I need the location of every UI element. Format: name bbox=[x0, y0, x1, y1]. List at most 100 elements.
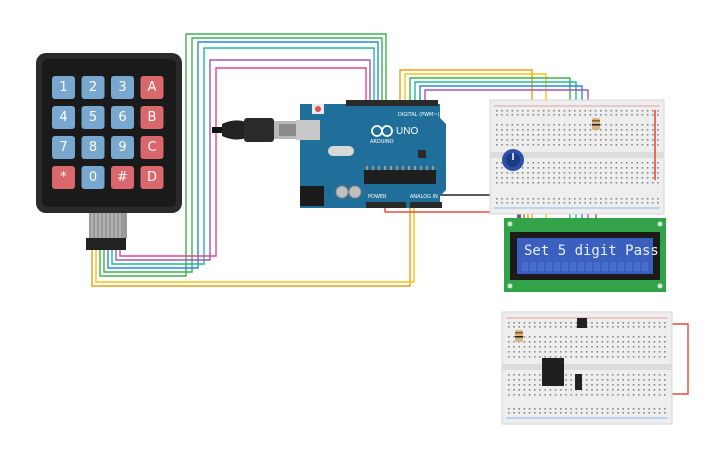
breadboard-hole[interactable] bbox=[652, 198, 654, 200]
breadboard-hole[interactable] bbox=[542, 177, 545, 179]
breadboard-hole[interactable] bbox=[610, 172, 612, 174]
breadboard-hole[interactable] bbox=[579, 139, 581, 141]
breadboard-hole[interactable] bbox=[537, 144, 540, 146]
breadboard-hole[interactable] bbox=[615, 114, 618, 116]
breadboard-hole[interactable] bbox=[589, 110, 592, 112]
breadboard-hole[interactable] bbox=[580, 346, 583, 348]
breadboard-hole[interactable] bbox=[528, 408, 531, 410]
breadboard-hole[interactable] bbox=[605, 134, 607, 136]
breadboard-hole[interactable] bbox=[622, 379, 624, 381]
breadboard-hole[interactable] bbox=[537, 198, 540, 200]
breadboard-hole[interactable] bbox=[620, 114, 623, 116]
breadboard-hole[interactable] bbox=[534, 379, 536, 381]
breadboard-hole[interactable] bbox=[548, 110, 550, 112]
breadboard-hole[interactable] bbox=[600, 124, 602, 126]
breadboard-hole[interactable] bbox=[527, 129, 529, 131]
breadboard-hole[interactable] bbox=[664, 356, 666, 358]
breadboard-hole[interactable] bbox=[589, 129, 592, 131]
breadboard-hole[interactable] bbox=[506, 182, 508, 184]
breadboard-hole[interactable] bbox=[584, 110, 586, 112]
breadboard-hole[interactable] bbox=[638, 326, 640, 328]
breadboard-hole[interactable] bbox=[523, 341, 526, 343]
breadboard-hole[interactable] bbox=[542, 172, 545, 174]
breadboard-hole[interactable] bbox=[626, 144, 628, 146]
breadboard-hole[interactable] bbox=[652, 124, 654, 126]
breadboard-hole[interactable] bbox=[622, 326, 624, 328]
breadboard-hole[interactable] bbox=[513, 346, 515, 348]
breadboard-hole[interactable] bbox=[605, 144, 607, 146]
breadboard-hole[interactable] bbox=[617, 389, 619, 391]
breadboard-hole[interactable] bbox=[506, 198, 508, 200]
breadboard-hole[interactable] bbox=[516, 114, 519, 116]
breadboard-hole[interactable] bbox=[508, 374, 510, 376]
breadboard-hole[interactable] bbox=[610, 139, 612, 141]
breadboard-hole[interactable] bbox=[553, 182, 555, 184]
breadboard-hole[interactable] bbox=[638, 322, 640, 324]
breadboard-hole[interactable] bbox=[565, 341, 567, 343]
breadboard-hole[interactable] bbox=[544, 394, 546, 396]
breadboard-hole[interactable] bbox=[631, 167, 633, 169]
breadboard-hole[interactable] bbox=[622, 394, 624, 396]
breadboard-hole[interactable] bbox=[528, 374, 531, 376]
breadboard-hole[interactable] bbox=[643, 346, 645, 348]
breadboard-hole[interactable] bbox=[612, 341, 614, 343]
wire-keypad-2[interactable] bbox=[95, 200, 415, 283]
breadboard-hole[interactable] bbox=[539, 408, 541, 410]
breadboard-hole[interactable] bbox=[574, 177, 576, 179]
breadboard-hole[interactable] bbox=[632, 346, 635, 348]
breadboard-hole[interactable] bbox=[596, 351, 598, 353]
breadboard-hole[interactable] bbox=[527, 198, 529, 200]
breadboard-hole[interactable] bbox=[606, 408, 609, 410]
breadboard-hole[interactable] bbox=[657, 110, 659, 112]
breadboard-hole[interactable] bbox=[631, 182, 633, 184]
breadboard-hole[interactable] bbox=[636, 144, 638, 146]
lcd-module[interactable]: Set 5 digit Pass bbox=[504, 218, 666, 292]
breadboard-hole[interactable] bbox=[563, 110, 566, 112]
breadboard-hole[interactable] bbox=[508, 336, 510, 338]
breadboard-hole[interactable] bbox=[632, 356, 635, 358]
breadboard-hole[interactable] bbox=[658, 408, 661, 410]
breadboard-hole[interactable] bbox=[513, 322, 515, 324]
breadboard-hole[interactable] bbox=[601, 384, 604, 386]
breadboard-hole[interactable] bbox=[657, 167, 659, 169]
breadboard-hole[interactable] bbox=[610, 124, 612, 126]
breadboard-hole[interactable] bbox=[516, 177, 519, 179]
breadboard-hole[interactable] bbox=[584, 124, 586, 126]
keypad-key-5[interactable]: 5 bbox=[81, 106, 105, 129]
breadboard-hole[interactable] bbox=[606, 379, 609, 381]
breadboard-hole[interactable] bbox=[600, 162, 602, 164]
breadboard-hole[interactable] bbox=[516, 110, 519, 112]
breadboard-hole[interactable] bbox=[622, 322, 624, 324]
breadboard-hole[interactable] bbox=[638, 346, 640, 348]
breadboard-hole[interactable] bbox=[575, 394, 578, 396]
breadboard-hole[interactable] bbox=[570, 336, 572, 338]
breadboard-hole[interactable] bbox=[568, 202, 571, 204]
breadboard-hole[interactable] bbox=[653, 322, 656, 324]
breadboard-hole[interactable] bbox=[549, 351, 552, 353]
keypad-key-3[interactable]: 3 bbox=[111, 76, 134, 99]
breadboard-hole[interactable] bbox=[631, 139, 633, 141]
breadboard-hole[interactable] bbox=[508, 326, 510, 328]
breadboard-hole[interactable] bbox=[646, 162, 649, 164]
breadboard-hole[interactable] bbox=[591, 326, 593, 328]
breadboard-hole[interactable] bbox=[606, 326, 609, 328]
breadboard-hole[interactable] bbox=[589, 177, 592, 179]
breadboard-hole[interactable] bbox=[638, 394, 640, 396]
breadboard-hole[interactable] bbox=[586, 374, 588, 376]
breadboard-hole[interactable] bbox=[596, 408, 598, 410]
breadboard-hole[interactable] bbox=[620, 198, 623, 200]
breadboard-hole[interactable] bbox=[565, 356, 567, 358]
breadboard-hole[interactable] bbox=[617, 356, 619, 358]
breadboard-hole[interactable] bbox=[601, 326, 604, 328]
breadboard-hole[interactable] bbox=[591, 351, 593, 353]
breadboard-hole[interactable] bbox=[513, 374, 515, 376]
breadboard-hole[interactable] bbox=[610, 202, 612, 204]
breadboard-hole[interactable] bbox=[612, 346, 614, 348]
breadboard-hole[interactable] bbox=[626, 202, 628, 204]
breadboard-hole[interactable] bbox=[610, 162, 612, 164]
breadboard-hole[interactable] bbox=[589, 162, 592, 164]
breadboard-hole[interactable] bbox=[563, 124, 566, 126]
breadboard-hole[interactable] bbox=[558, 198, 560, 200]
breadboard-hole[interactable] bbox=[586, 341, 588, 343]
breadboard-hole[interactable] bbox=[601, 412, 604, 414]
